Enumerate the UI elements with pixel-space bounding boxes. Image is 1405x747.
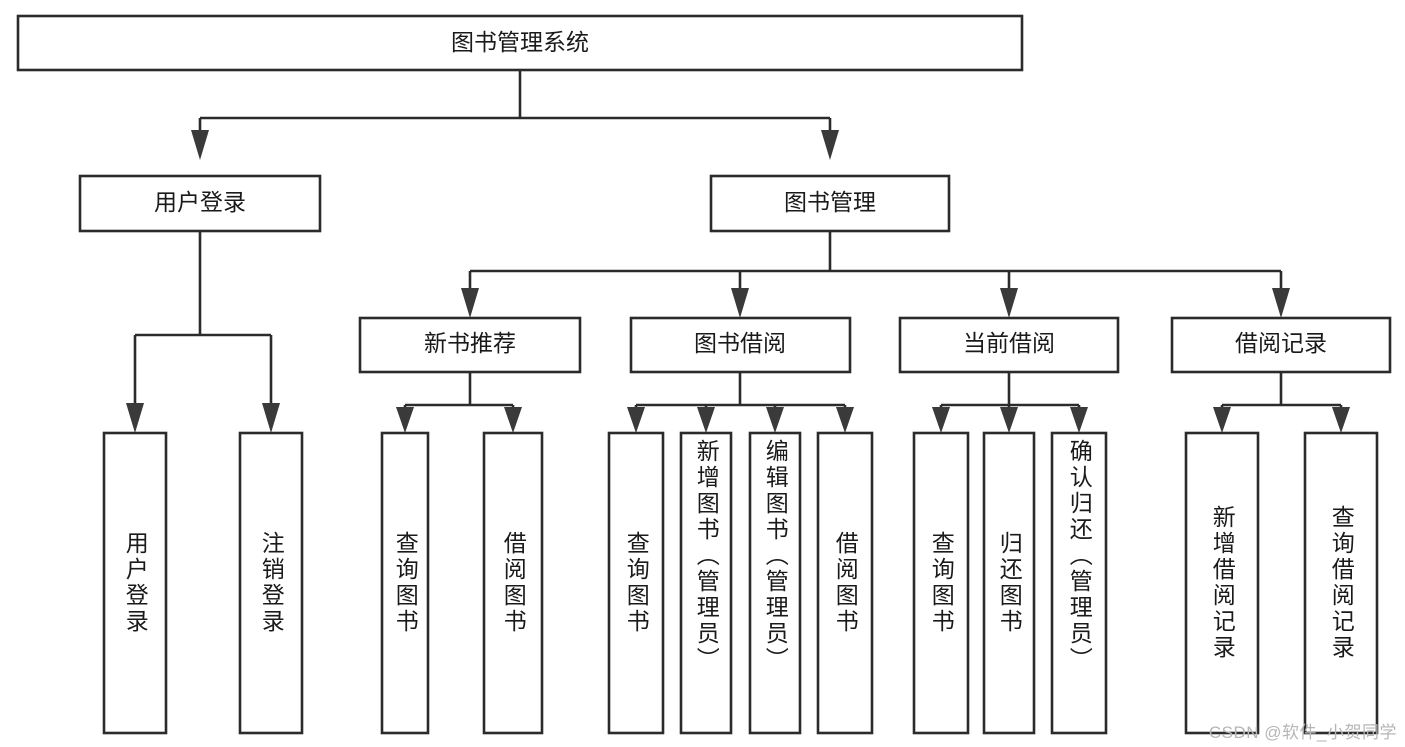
- arrowhead-new-book-recommend: [461, 288, 479, 318]
- arrowhead-bb-leaf-1: [627, 407, 645, 433]
- arrowhead-user-login: [191, 130, 209, 160]
- connector-group-user-login: [126, 231, 280, 433]
- arrowhead-bb-leaf-4: [836, 407, 854, 433]
- node-user-login-box[interactable]: [78, 174, 322, 233]
- leaf-box-bb-query-book[interactable]: [607, 431, 665, 735]
- arrowhead-bb-leaf-2: [697, 407, 715, 433]
- leaf-box-bb-borrow-book[interactable]: [816, 431, 874, 735]
- arrowhead-cb-leaf-1: [932, 407, 950, 433]
- connector-group-current-borrow: [932, 372, 1088, 433]
- leaf-box-user-login[interactable]: [102, 431, 168, 735]
- node-book-mgmt-box[interactable]: [709, 174, 951, 233]
- leaf-box-br-query-record[interactable]: [1303, 431, 1379, 735]
- node-borrow-record-box[interactable]: [1170, 316, 1392, 374]
- connector-group-borrow-record: [1213, 372, 1350, 433]
- node-current-borrow-box[interactable]: [898, 316, 1120, 374]
- connector-group-new-book-recommend: [396, 372, 522, 433]
- node-user-login-label: 用户登录: [154, 189, 246, 215]
- arrowhead-book-mgmt: [821, 130, 839, 160]
- leaf-box-br-add-record[interactable]: [1184, 431, 1260, 735]
- node-root-box[interactable]: [16, 14, 1024, 72]
- arrowhead-current-borrow: [1000, 288, 1018, 318]
- connector-group-book-mgmt: [461, 231, 1290, 318]
- leaf-box-cb-query-book[interactable]: [912, 431, 970, 735]
- leaf-box-cb-confirm-return[interactable]: [1050, 431, 1108, 735]
- leaf-box-bb-add-book[interactable]: [679, 431, 733, 735]
- arrowhead-leaf-logout: [262, 403, 280, 433]
- watermark-text: CSDN @软件_小贺同学: [1208, 723, 1397, 742]
- leaf-box-cb-return-book[interactable]: [982, 431, 1036, 735]
- arrowhead-borrow-record: [1272, 288, 1290, 318]
- node-book-borrow-box[interactable]: [629, 316, 852, 374]
- node-book-mgmt-label: 图书管理: [784, 189, 876, 215]
- connector-group-root: [191, 70, 839, 160]
- arrowhead-book-borrow: [731, 288, 749, 318]
- node-book-borrow-label: 图书借阅: [694, 330, 786, 356]
- leaf-box-nbr-query-book[interactable]: [380, 431, 430, 735]
- arrowhead-cb-leaf-2: [1000, 407, 1018, 433]
- leaf-box-bb-edit-book[interactable]: [748, 431, 802, 735]
- node-new-book-recommend-box[interactable]: [358, 316, 582, 374]
- node-new-book-recommend-label: 新书推荐: [424, 330, 516, 356]
- node-root-label: 图书管理系统: [451, 29, 589, 55]
- arrowhead-cb-leaf-3: [1070, 407, 1088, 433]
- connector-group-book-borrow: [627, 372, 854, 433]
- arrowhead-br-leaf-1: [1213, 407, 1231, 433]
- arrowhead-nbr-leaf-1: [396, 407, 414, 433]
- leaf-box-logout[interactable]: [238, 431, 304, 735]
- leaf-box-nbr-borrow-book[interactable]: [482, 431, 544, 735]
- node-current-borrow-label: 当前借阅: [963, 330, 1055, 356]
- arrowhead-br-leaf-2: [1332, 407, 1350, 433]
- node-borrow-record-label: 借阅记录: [1235, 330, 1327, 356]
- arrowhead-leaf-user-login: [126, 403, 144, 433]
- arrowhead-nbr-leaf-2: [504, 407, 522, 433]
- arrowhead-bb-leaf-3: [766, 407, 784, 433]
